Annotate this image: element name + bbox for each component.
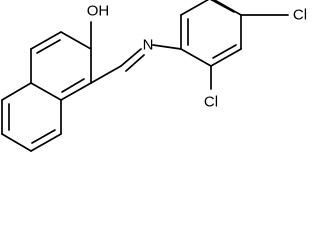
atom-labels: OH N Cl Cl — [87, 3, 307, 111]
chemical-structure: OH N Cl Cl — [1, 0, 307, 152]
bond-c8a-c1 — [60, 82, 92, 101]
bond-ch-n — [120, 48, 142, 67]
chlorine-para-label: Cl — [293, 7, 307, 24]
bond-c5prime-c6prime — [180, 0, 210, 16]
bond-c4a-c5 — [1, 82, 32, 101]
bond-c7-c8-double — [31, 129, 56, 144]
bond-c8a-c1-double — [61, 78, 85, 93]
bond-ch-n-double — [125, 54, 145, 72]
bond-c2prime-c3prime-double — [212, 44, 237, 59]
bond-c4prime-c5prime-double — [210, 0, 235, 13]
bond-c6-c7 — [1, 133, 32, 152]
hydroxyl-label: OH — [87, 3, 110, 20]
bond-c3-c4 — [30, 31, 62, 50]
nitrogen-label: N — [143, 37, 154, 54]
bond-c2-c3 — [60, 31, 92, 50]
bond-n-c1prime — [152, 44, 182, 50]
bond-c3-c4-double — [36, 39, 61, 54]
bond-c7-c8 — [30, 133, 62, 152]
bond-c1prime-c2prime — [180, 48, 212, 67]
bond-c2prime-c3prime — [210, 48, 242, 67]
bond-c1-ch — [90, 65, 122, 84]
chlorine-ortho-label: Cl — [204, 94, 218, 111]
bond-lines — [1, 0, 289, 152]
bond-c4prime-c5prime — [212, 0, 242, 16]
bond-c4a-c8a — [30, 82, 62, 101]
